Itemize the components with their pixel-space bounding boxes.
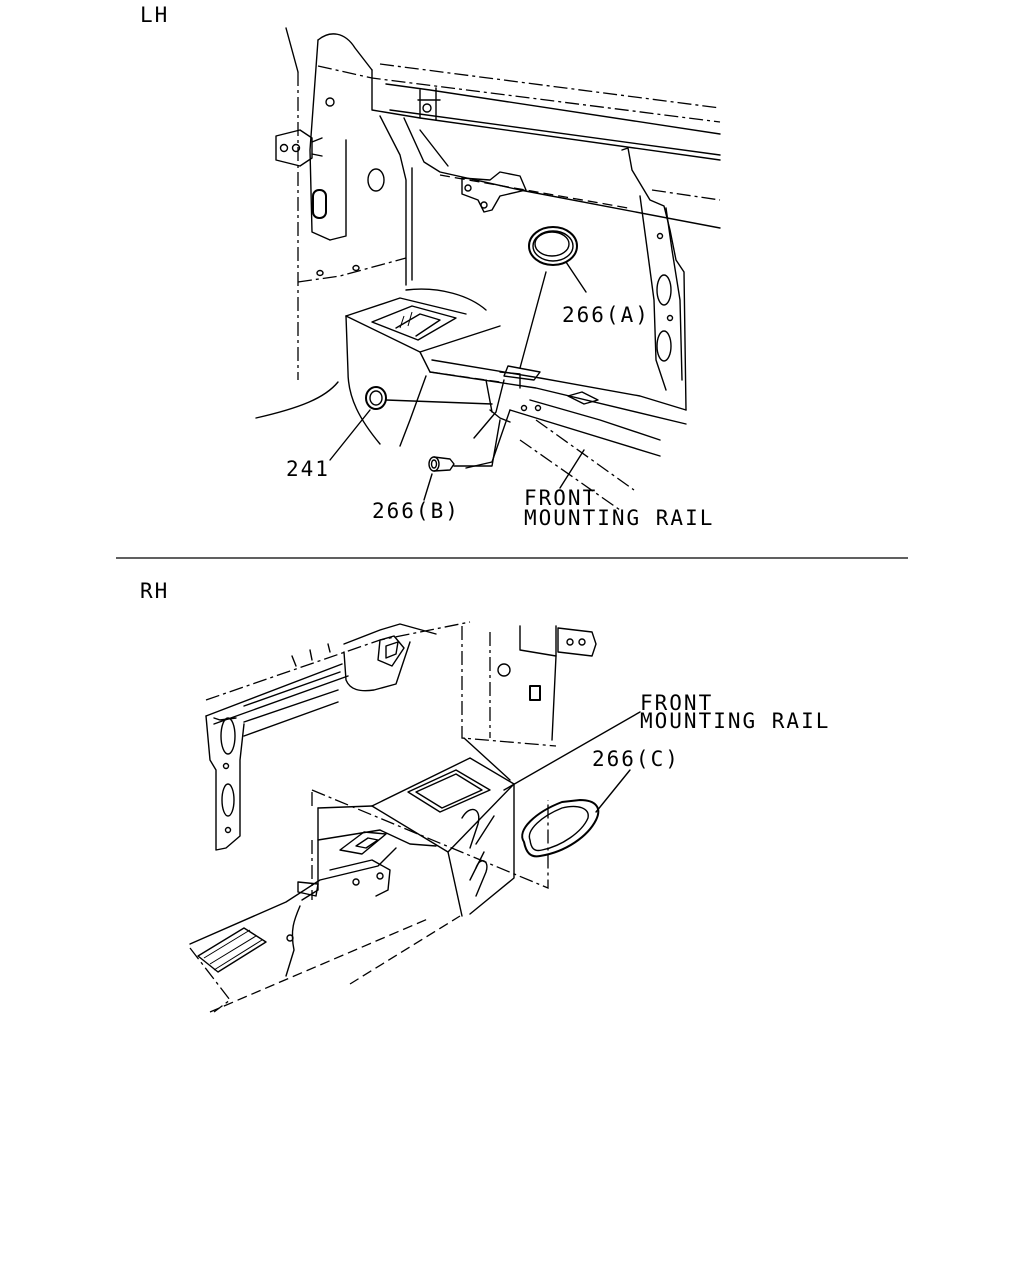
grommet-266c (521, 799, 600, 858)
callout-line-266a (565, 261, 587, 293)
plug-266b (428, 456, 455, 472)
rail-label-lh-line2: MOUNTING RAIL (524, 506, 714, 530)
lh-side-label: LH (140, 3, 169, 27)
rh-panel: RH (140, 579, 830, 1013)
callout-266c: 266(C) (592, 747, 680, 771)
callout-241: 241 (286, 457, 330, 481)
rail-label-lh-line1: FRONT (524, 486, 597, 510)
lh-panel: LH (140, 3, 721, 530)
leader-266a (519, 271, 547, 369)
leader-241 (385, 399, 493, 405)
rh-detail-outline (311, 789, 549, 900)
rh-body-structure (189, 621, 597, 1013)
callout-line-241 (329, 409, 371, 461)
rail-label-rh-line1: FRONT (640, 691, 713, 715)
rh-side-label: RH (140, 579, 169, 603)
callout-line-266b (423, 473, 433, 501)
grommet-266a (528, 226, 578, 266)
rail-label-rh-line2: MOUNTING RAIL (640, 709, 830, 733)
grommet-241 (365, 386, 387, 410)
callout-266a: 266(A) (562, 303, 650, 327)
lh-body-structure (255, 27, 721, 511)
callout-line-rail-lh (559, 449, 585, 489)
callout-266b: 266(B) (372, 499, 460, 523)
callout-line-266c (595, 769, 631, 813)
callout-line-rail-rh (503, 711, 641, 791)
leader-266b (453, 419, 501, 467)
